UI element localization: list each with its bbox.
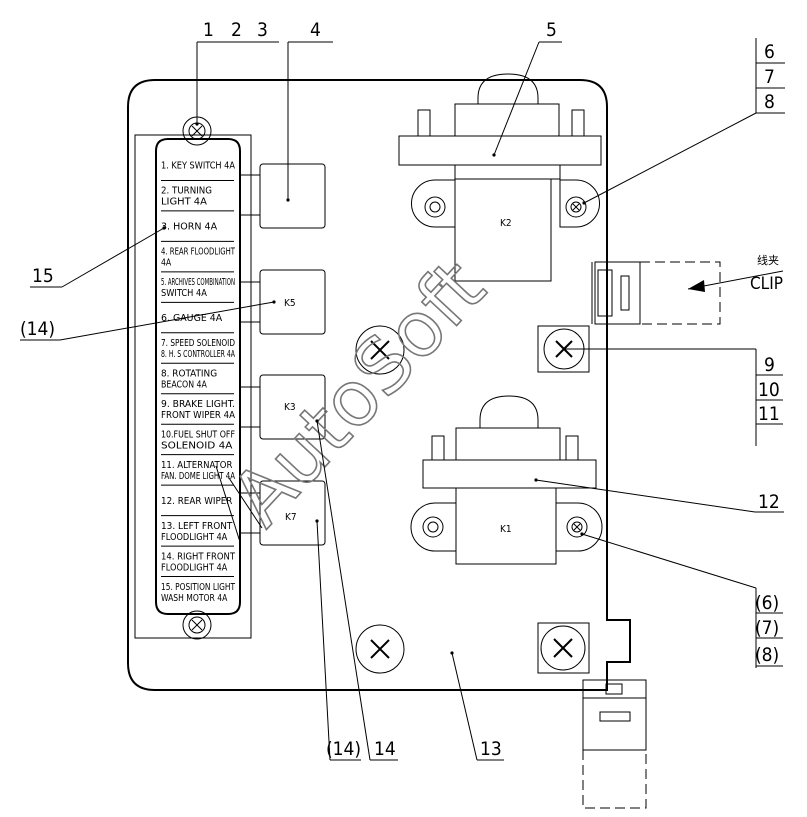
fuse-label-10-line-1: 10.FUEL SHUT OFF: [161, 429, 235, 440]
callout-7: 7: [764, 66, 775, 88]
callout-14-paren-bottom: (14): [326, 738, 361, 760]
screw-center-left: [355, 325, 405, 375]
relay-k2: K2: [398, 73, 602, 282]
watermark-text: AutoSoft: [214, 243, 502, 542]
fuse-label-11-line-2: FAN. DOME LIGHT 4A: [161, 471, 235, 482]
fuse-label-9-line-1: 9. BRAKE LIGHT.: [161, 399, 235, 410]
relay-socket-k4: [240, 163, 326, 229]
fuse-panel-bottom-screw: [182, 610, 212, 640]
relay-k7-label: K7: [285, 512, 297, 523]
callout-3: 3: [257, 19, 268, 41]
callout-13: 13: [480, 738, 502, 760]
fuse-label-13-line-2: FLOODLIGHT 4A: [161, 532, 227, 543]
fuse-label-2-line-2: LIGHT 4A: [161, 197, 207, 208]
callout-8-paren: (8): [755, 644, 779, 666]
fuse-label-5-line-2: SWITCH 4A: [161, 288, 207, 299]
clip-label-cn: 线夹: [757, 253, 779, 267]
main-plate: [127, 79, 631, 691]
callout-12: 12: [758, 491, 780, 513]
callout-8: 8: [764, 91, 775, 113]
fuse-label-12-line-1: 12. REAR WIPER: [161, 496, 232, 507]
fuse-label-10-line-2: SOLENOID 4A: [161, 440, 233, 451]
fuse-label-3-line-1: 3. HORN 4A: [161, 222, 217, 233]
callout-10: 10: [758, 379, 780, 401]
callout-6-paren: (6): [755, 592, 779, 614]
fuse-label-13-line-1: 13. LEFT FRONT: [161, 521, 233, 532]
callout-1: 1: [203, 19, 214, 41]
callout-2: 2: [231, 19, 242, 41]
fuse-label-7-line-2: 8. H. S CONTROLLER 4A: [161, 349, 235, 360]
callout-14: 14: [374, 738, 396, 760]
callout-9: 9: [764, 354, 775, 376]
leader-terminals: [162, 122, 705, 655]
callout-6: 6: [764, 41, 775, 63]
fuse-label-6-line-1: 6. GAUGE 4A: [161, 313, 222, 324]
relay-socket-k7: K7: [240, 480, 326, 546]
relay-k3-label: K3: [284, 402, 296, 413]
side-wire-clip: [591, 261, 721, 325]
fuse-label-9-line-2: FRONT WIPER 4A: [161, 410, 235, 421]
relay-socket-k3: K3: [240, 374, 326, 440]
fuse-label-14-line-2: FLOODLIGHT 4A: [161, 562, 227, 573]
leader-lines: [20, 38, 785, 761]
bottom-connector: [582, 679, 647, 809]
callout-4: 4: [310, 19, 321, 41]
fuse-label-15-line-2: WASH MOTOR 4A: [161, 593, 227, 604]
relay-k2-label: K2: [500, 218, 512, 229]
relay-k1: K1: [410, 395, 603, 565]
fuse-label-8-line-1: 8. ROTATING: [161, 369, 217, 380]
fuse-label-1-line-1: 1. KEY SWITCH 4A: [161, 161, 235, 172]
screw-bottom-left: [355, 624, 405, 674]
relay-k5-label: K5: [284, 298, 296, 309]
fuse-label-7-line-1: 7. SPEED SOLENOID: [161, 338, 235, 349]
fuse-label-4-line-1: 4. REAR FLOODLIGHT: [161, 247, 236, 258]
relay-k1-label: K1: [500, 524, 512, 535]
relay-socket-k5: K5: [240, 269, 326, 335]
callout-14-paren-left: (14): [20, 318, 55, 340]
screw-bottom-right: [537, 622, 590, 674]
callout-7-paren: (7): [755, 617, 779, 639]
fuse-label-14-line-1: 14. RIGHT FRONT: [161, 551, 236, 562]
callout-5: 5: [546, 19, 557, 41]
fuse-label-4-line-2: 4A: [161, 258, 171, 269]
fuse-label-5-line-1: 5. ARCHIVES COMBINATION: [161, 277, 235, 288]
fuse-label-15-line-1: 15. POSITION LIGHT: [161, 582, 236, 593]
callout-15: 15: [32, 265, 54, 287]
fuse-label-11-line-1: 11. ALTERNATOR: [161, 460, 232, 471]
fuse-label-8-line-2: BEACON 4A: [161, 380, 207, 391]
fuse-label-2-line-1: 2. TURNING: [161, 186, 212, 197]
callout-labels: 1 2 3 4 5 6 7 8 线夹 CLIP 9 10 11 12 (6) (…: [20, 19, 783, 760]
clip-label-en: CLIP: [750, 274, 783, 294]
callout-11: 11: [758, 403, 780, 425]
